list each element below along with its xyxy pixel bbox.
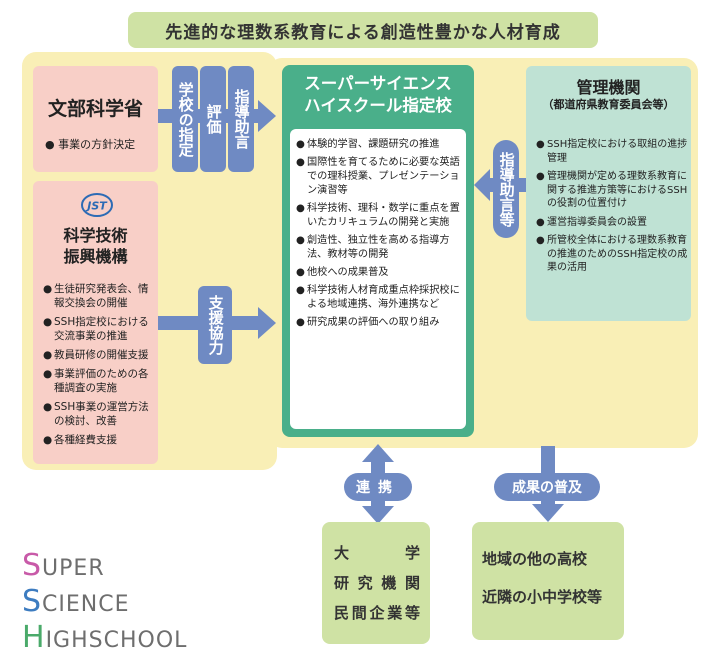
list-item: 体験的学習、課題研究の推進: [296, 138, 462, 152]
page-title-banner: 先進的な理数系教育による創造性豊かな人材育成: [128, 12, 598, 48]
jst-box: JST 科学技術 振興機構 生徒研究発表会、情報交換会の開催 SSH指定校におけ…: [33, 181, 158, 464]
svg-text:JST: JST: [85, 200, 108, 213]
list-item: 科学技術、理科・数学に重点を置いたカリキュラムの開発と実施: [296, 202, 462, 230]
list-item: 科学技術人材育成重点枠採択校による地域連携、海外連携など: [296, 284, 462, 312]
ssh-wordmark-line-super: SUPER: [22, 548, 105, 583]
local-elementary-junior-high-schools: 近隣の小中学校等: [482, 588, 603, 606]
list-item: 生徒研究発表会、情報交換会の開催: [43, 282, 151, 310]
pill-dissemination: 成果の普及: [494, 473, 600, 501]
jst-title-line1: 科学技術: [63, 226, 128, 245]
jst-item-list: 生徒研究発表会、情報交換会の開催 SSH指定校における交流事業の推進 教員研修の…: [43, 282, 151, 452]
ssh-school-content: 体験的学習、課題研究の推進 国際性を育てるために必要な英語での理科授業、プレゼン…: [290, 129, 466, 429]
ssh-wordmark: SUPER SCIENCE HIGHSCHOOL: [0, 548, 260, 664]
partners-list: 大学 研究機関 民間企業等: [334, 538, 420, 628]
pill-guidance-etc: 指導助言等: [493, 140, 519, 238]
list-item: 他校への成果普及: [296, 266, 462, 280]
partners-box: 大学 研究機関 民間企業等: [322, 522, 430, 644]
list-item: 各種経費支援: [43, 433, 151, 447]
partner-university: 大学: [334, 544, 420, 562]
mext-title: 文部科学省: [47, 98, 143, 120]
list-item: 運営指導委員会の設置: [536, 216, 688, 230]
pill-school-designation: 学校の指定: [172, 66, 198, 172]
arrowhead-cooperation-up: [362, 444, 394, 462]
list-item: 教員研修の開催支援: [43, 348, 151, 362]
arrowhead-jst: [258, 307, 276, 339]
ssh-school-item-list: 体験的学習、課題研究の推進 国際性を育てるために必要な英語での理科授業、プレゼン…: [296, 138, 462, 334]
list-item: SSH事業の運営方法の検討、改善: [43, 400, 151, 428]
jst-title: 科学技術 振興機構: [33, 225, 158, 267]
jst-logo-icon: JST: [81, 193, 113, 217]
management-title: 管理機関: [576, 78, 641, 97]
list-item: 研究成果の評価への取り組み: [296, 316, 462, 330]
pill-support-cooperation: 支援協力: [198, 286, 232, 364]
list-item: 創造性、独立性を高める指導方法、教材等の開発: [296, 234, 462, 262]
pill-guidance: 指導助言: [228, 66, 254, 172]
arrowhead-mext: [258, 100, 276, 132]
arrowhead-mgmt: [474, 169, 490, 201]
management-box: 管理機関 （都道府県教育委員会等） SSH指定校における取組の進捗管理 管理機関…: [526, 66, 691, 321]
list-item: 所管校全体における理数系教育の推進のためのSSH指定校の成果の活用: [536, 234, 688, 275]
list-item: SSH指定校における取組の進捗管理: [536, 138, 688, 165]
pill-evaluation: 評価: [200, 66, 226, 172]
ssh-wordmark-line-science: SCIENCE: [22, 584, 130, 619]
list-item: 事業評価のための各種調査の実施: [43, 367, 151, 395]
partner-private-company: 民間企業等: [334, 604, 420, 622]
list-item: 管理機関が定める理数系教育に関する推進方策等におけるSSHの役割の位置付け: [536, 170, 688, 211]
ssh-wordmark-line-highschool: HIGHSCHOOL: [22, 620, 188, 655]
mext-box: 文部科学省 ● 事業の方針決定: [33, 66, 158, 172]
ssh-school-title-line1: スーパーサイエンス: [304, 74, 452, 93]
management-item-list: SSH指定校における取組の進捗管理 管理機関が定める理数系教育に関する推進方策等…: [536, 138, 688, 280]
ssh-school-box: スーパーサイエンス ハイスクール指定校 体験的学習、課題研究の推進 国際性を育て…: [282, 65, 474, 437]
management-subtitle: （都道府県教育委員会等）: [542, 98, 675, 111]
arrowhead-dissemination: [532, 504, 564, 522]
pill-cooperation: 連携: [344, 473, 412, 501]
jst-title-line2: 振興機構: [63, 247, 128, 266]
mext-item-text: 事業の方針決定: [58, 138, 136, 151]
list-item: 国際性を育てるために必要な英語での理科授業、プレゼンテーション演習等: [296, 156, 462, 198]
partner-research-institute: 研究機関: [334, 574, 420, 592]
ssh-school-title: スーパーサイエンス ハイスクール指定校: [282, 73, 474, 117]
list-item: SSH指定校における交流事業の推進: [43, 315, 151, 343]
local-schools-box: 地域の他の高校 近隣の小中学校等: [472, 522, 624, 640]
ssh-school-title-line2: ハイスクール指定校: [304, 96, 452, 115]
arrowhead-cooperation-down: [362, 506, 394, 524]
mext-item: ● 事業の方針決定: [45, 138, 136, 151]
local-other-high-schools: 地域の他の高校: [482, 550, 588, 568]
